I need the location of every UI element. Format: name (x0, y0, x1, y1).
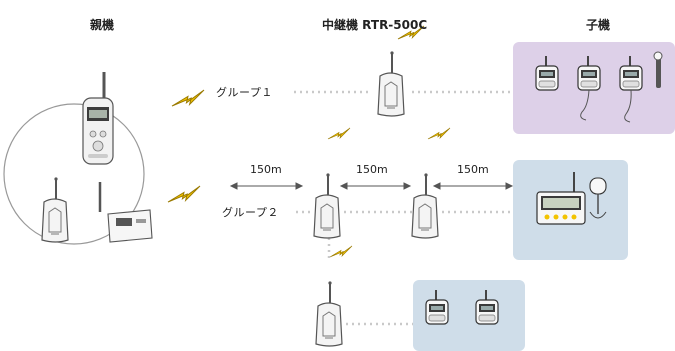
bolt-repeater2-icon (427, 127, 451, 140)
bolt-group1-icon (171, 89, 205, 107)
subgroup-logger-1-icon (425, 289, 449, 325)
distance-label-2: 150m (356, 163, 388, 176)
group1-logger-1-icon (535, 55, 559, 91)
repeater-subgroup-icon (315, 280, 343, 347)
group1-logger-2-icon (577, 55, 601, 121)
subgroup-logger-2-icon (475, 289, 499, 325)
distance-arrow-2 (339, 182, 412, 190)
group1-label: グループ１ (216, 86, 273, 99)
handheld-receiver-icon (82, 72, 114, 165)
group2-multi-logger-icon (536, 172, 586, 225)
repeater-group1-icon (377, 50, 405, 117)
child-heading: 子機 (586, 18, 611, 32)
distance-arrow-3 (432, 182, 514, 190)
base-unit-icon (98, 182, 153, 243)
repeater-group2b-icon (411, 172, 439, 239)
bolt-repeater1-icon (327, 127, 351, 140)
distance-arrow-1 (229, 182, 304, 190)
repeater-group2a-icon (313, 172, 341, 239)
group1-logger-3-icon (619, 55, 643, 123)
group2-sensor-icon (589, 177, 607, 219)
group2-label: グループ２ (222, 206, 279, 219)
repeater-heading: 中継機 RTR-500C (322, 18, 428, 32)
distance-label-3: 150m (457, 163, 489, 176)
bolt-group2-icon (167, 185, 201, 203)
bolt-repeater3-icon (329, 245, 353, 258)
distance-label-1: 150m (250, 163, 282, 176)
group1-probe-icon (653, 51, 663, 88)
parent-heading: 親機 (90, 18, 115, 32)
